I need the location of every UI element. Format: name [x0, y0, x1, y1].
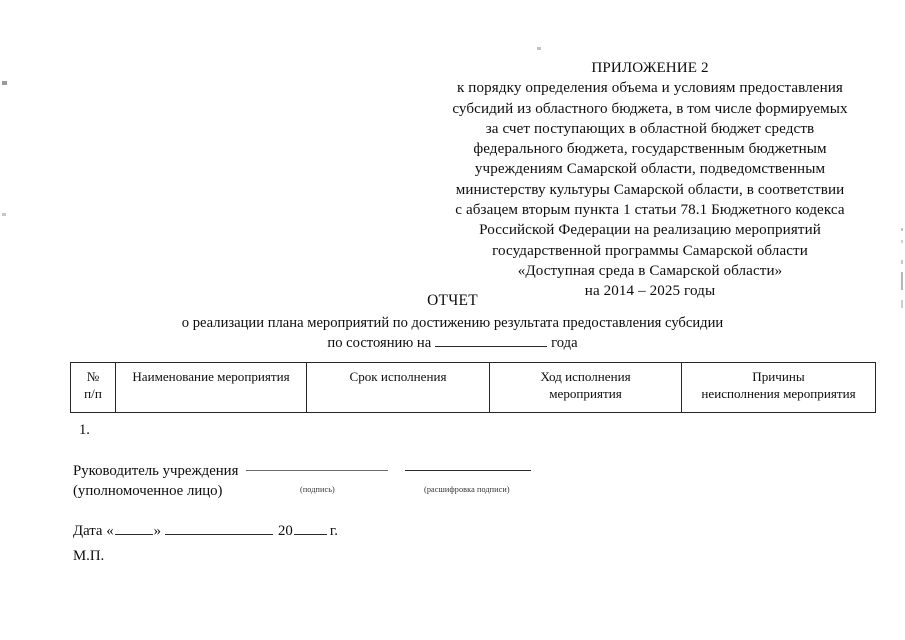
- signature-role-line1: Руководитель учреждения: [73, 463, 239, 479]
- annex-line-9: государственной программы Самарской обла…: [492, 242, 808, 259]
- signature-transcript-caption: (расшифровка подписи): [424, 485, 510, 494]
- signature-transcript-blank[interactable]: [405, 470, 531, 471]
- quote-open: «: [106, 523, 114, 539]
- annex-line-1: к порядку определения объема и условиям …: [457, 80, 843, 97]
- table-header-term: Срок исполнения: [306, 362, 490, 413]
- annex-reference-block: ПРИЛОЖЕНИЕ 2 к порядку определения объем…: [425, 58, 875, 302]
- annex-line-3: за счет поступающих в областной бюджет с…: [485, 120, 815, 137]
- as-of-prefix-label: по состоянию на: [327, 335, 432, 351]
- table-header-progress-line2: мероприятия: [549, 385, 622, 401]
- table-header-number: № п/п: [70, 362, 116, 413]
- table-header-name: Наименование мероприятия: [115, 362, 307, 413]
- date-year-blank[interactable]: [293, 521, 327, 535]
- page-title: ОТЧЕТ: [427, 292, 478, 309]
- scan-speck: [2, 213, 6, 216]
- table-header-cause: Причины неисполнения мероприятия: [681, 362, 876, 413]
- table-header-cause-line2: неисполнения мероприятия: [701, 385, 856, 401]
- signature-role-line2: (уполномоченное лицо): [73, 482, 223, 499]
- stamp-place-label: М.П.: [73, 548, 105, 564]
- as-of-suffix-label: года: [551, 335, 578, 351]
- date-line: Дата « » 20 г.: [73, 521, 338, 540]
- annex-line-11: на 2014 – 2025 годы: [584, 283, 716, 300]
- annex-line-8: Российской Федерации на реализацию мероп…: [479, 222, 821, 239]
- quote-close: »: [153, 523, 162, 539]
- table-header-cause-line1: Причины: [752, 369, 805, 384]
- annex-line-5: учреждениям Самарской области, подведомс…: [474, 161, 826, 178]
- table-header-row: № п/п Наименование мероприятия Срок испо…: [70, 362, 876, 413]
- signature-caption: (подпись): [300, 485, 335, 494]
- table-header-progress-line1: Ход исполнения: [540, 369, 631, 384]
- table-header-progress: Ход исполнения мероприятия: [489, 362, 682, 413]
- as-of-date-blank[interactable]: [435, 333, 548, 347]
- annex-line-7: с абзацем вторым пункта 1 статьи 78.1 Бю…: [455, 202, 845, 219]
- date-day-blank[interactable]: [114, 521, 153, 535]
- scan-speck: [537, 47, 541, 50]
- date-month-blank[interactable]: [165, 521, 274, 535]
- table-header-number-line2: п/п: [84, 385, 102, 401]
- year-prefix: 20: [278, 523, 293, 539]
- scan-edge-artifact: [901, 228, 903, 320]
- annex-line-6: министерству культуры Самарской области,…: [455, 181, 845, 198]
- table-header-number-line1: №: [86, 369, 100, 384]
- scan-speck: [2, 81, 7, 85]
- table-row-number: 1.: [79, 422, 90, 438]
- page-subtitle: о реализации плана мероприятий по достиж…: [181, 315, 724, 331]
- report-table: № п/п Наименование мероприятия Срок испо…: [70, 362, 876, 413]
- date-label: Дата: [73, 523, 103, 539]
- annex-line-10: «Доступная среда в Самарской области»: [517, 262, 783, 279]
- year-suffix: г.: [329, 523, 338, 539]
- annex-title: ПРИЛОЖЕНИЕ 2: [591, 60, 709, 76]
- annex-line-4: федерального бюджета, государственным бю…: [473, 141, 827, 158]
- annex-line-2: субсидий из областного бюджета, в том чи…: [452, 100, 848, 117]
- signature-blank[interactable]: [246, 470, 388, 471]
- as-of-date-line: по состоянию на года: [0, 333, 905, 352]
- signature-role-block: Руководитель учреждения (уполномоченное …: [73, 462, 238, 501]
